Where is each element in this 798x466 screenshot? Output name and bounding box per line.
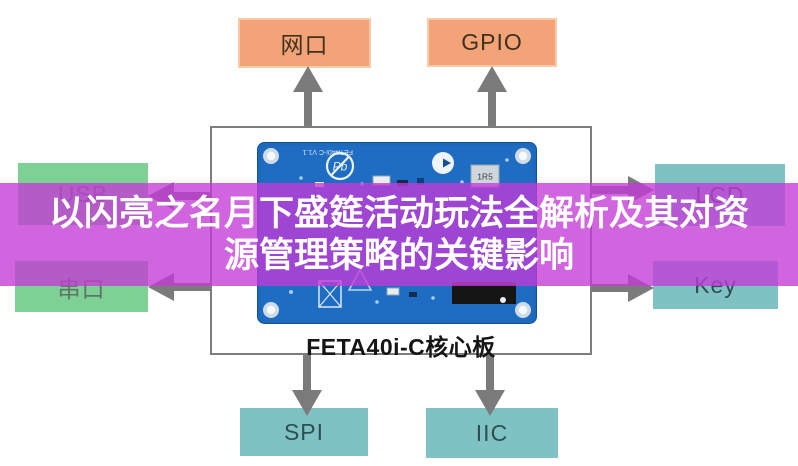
arrow-to-ethernet-shaft [304,90,312,127]
arrow-to-iic-head-icon [475,390,505,416]
node-ethernet: 网口 [238,18,371,68]
arrow-to-spi-head-icon [292,390,322,416]
node-ethernet-label: 网口 [280,32,329,58]
arrow-to-gpio-head-icon [477,66,507,92]
pb-free-icon: Pb [325,151,355,181]
mounting-hole [263,148,279,164]
direction-arrow-icon [432,152,454,174]
arrow-to-serial-shaft [172,283,212,291]
title-overlay-band: 以闪亮之名月下盛筵活动玩法全解析及其对资 源管理策略的关键影响 [0,183,798,286]
node-gpio-label: GPIO [461,29,523,55]
mounting-hole [263,302,279,318]
arrow-to-spi-shaft [303,354,311,392]
node-spi-label: SPI [283,418,325,445]
board-caption: FETA40i-C核心板 [306,334,496,360]
mounting-hole [515,148,531,164]
svg-text:1R5: 1R5 [477,172,493,182]
mounting-hole [515,302,531,318]
arrow-to-gpio-shaft [488,90,496,127]
node-iic-label: IIC [475,419,509,446]
title-line-1: 以闪亮之名月下盛筵活动玩法全解析及其对资 [48,193,749,233]
node-iic: IIC [426,408,558,458]
node-gpio: GPIO [427,18,557,67]
arrow-to-ethernet-head-icon [293,66,323,92]
arrow-to-iic-shaft [486,354,494,392]
title-line-2: 源管理策略的关键影响 [223,235,574,275]
arrow-to-key-shaft [590,284,630,292]
node-spi: SPI [240,408,368,456]
silkscreen-model-text: FETA40i-C V1.1 [302,148,353,155]
